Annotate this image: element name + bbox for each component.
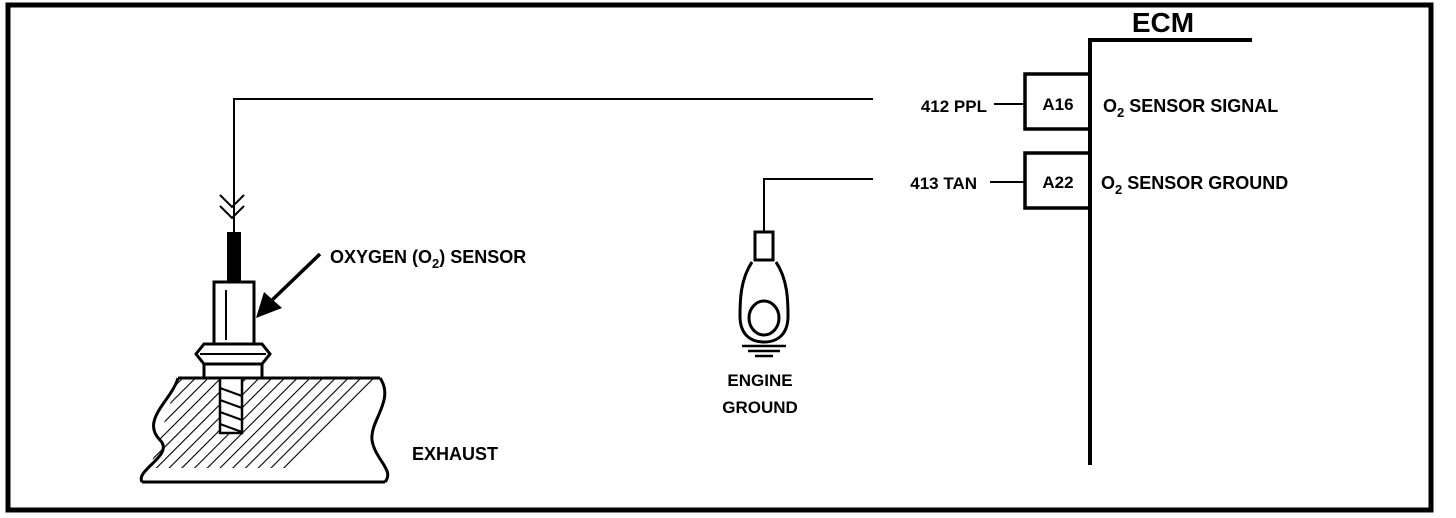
sensor-body bbox=[212, 280, 256, 346]
thread-line bbox=[219, 423, 243, 433]
engine-ground: ENGINE GROUND bbox=[722, 230, 798, 417]
wire-412-path bbox=[233, 98, 873, 232]
thread-line bbox=[219, 411, 243, 421]
ground-terminal-crimp bbox=[753, 230, 775, 262]
wire-413-path bbox=[763, 178, 873, 232]
sensor-label: OXYGEN (O2) SENSOR bbox=[330, 247, 526, 271]
exhaust-hatching bbox=[150, 378, 385, 468]
ground-ring-hole bbox=[747, 299, 781, 337]
connector-chevron-icon bbox=[219, 205, 245, 220]
wire-413-label: 413 TAN bbox=[910, 174, 977, 193]
ecm-title: ECM bbox=[1132, 7, 1194, 38]
connector-chevron-icon bbox=[219, 194, 245, 209]
sensor-thread bbox=[218, 376, 244, 435]
wire-412-ppl bbox=[219, 98, 1025, 232]
pin-a22-label: A22 bbox=[1042, 173, 1073, 192]
pin-a22-signal-label: O2 SENSOR GROUND bbox=[1101, 173, 1288, 197]
thread-line bbox=[219, 399, 243, 409]
wire-413-tan bbox=[763, 178, 1025, 232]
exhaust-right-break bbox=[370, 377, 390, 483]
callout-arrow-icon bbox=[256, 292, 282, 318]
oxygen-sensor bbox=[194, 232, 272, 380]
exhaust-pipe: EXHAUST bbox=[139, 376, 498, 484]
pin-a16-box bbox=[1023, 72, 1092, 131]
sensor-washer bbox=[202, 362, 264, 380]
ground-label-line1: ENGINE bbox=[727, 371, 792, 390]
pin-a22-connector: A22 O2 SENSOR GROUND 413 TAN bbox=[910, 151, 1288, 210]
pin-a16-connector: A16 O2 SENSOR SIGNAL 412 PPL bbox=[921, 72, 1278, 131]
pin-a22-box bbox=[1023, 151, 1092, 210]
exhaust-label: EXHAUST bbox=[412, 444, 498, 464]
sensor-callout: OXYGEN (O2) SENSOR bbox=[256, 247, 526, 318]
diagram-frame bbox=[5, 2, 1434, 513]
pin-a16-signal-label: O2 SENSOR SIGNAL bbox=[1103, 96, 1278, 120]
ground-label-line2: GROUND bbox=[722, 398, 798, 417]
exhaust-left-break bbox=[139, 377, 180, 483]
callout-arrow-shaft bbox=[266, 252, 322, 306]
pin-a16-label: A16 bbox=[1042, 95, 1073, 114]
sensor-wire-lead bbox=[227, 232, 241, 282]
wire-412-label: 412 PPL bbox=[921, 97, 987, 116]
ecm-block: ECM bbox=[1088, 7, 1252, 465]
thread-line bbox=[219, 387, 243, 397]
ground-ring-terminal bbox=[738, 261, 790, 344]
